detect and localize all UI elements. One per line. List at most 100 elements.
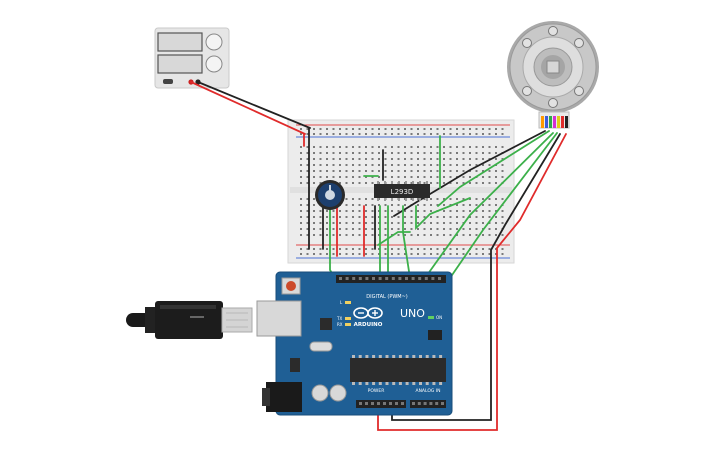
breadboard-hole[interactable] bbox=[365, 222, 367, 224]
breadboard-hole[interactable] bbox=[326, 176, 328, 178]
breadboard-hole[interactable] bbox=[404, 204, 406, 206]
breadboard-hole[interactable] bbox=[462, 210, 465, 212]
breadboard-hole[interactable] bbox=[313, 176, 315, 178]
breadboard-hole[interactable] bbox=[371, 164, 374, 166]
breadboard-hole[interactable] bbox=[397, 222, 400, 224]
breadboard-hole[interactable] bbox=[417, 198, 419, 200]
breadboard-hole[interactable] bbox=[488, 176, 491, 178]
breadboard-hole[interactable] bbox=[345, 133, 348, 135]
breadboard-hole[interactable] bbox=[469, 216, 471, 218]
breadboard-hole[interactable] bbox=[423, 170, 426, 172]
breadboard-hole[interactable] bbox=[371, 176, 374, 178]
breadboard-hole[interactable] bbox=[501, 146, 504, 148]
breadboard-hole[interactable] bbox=[326, 170, 328, 172]
breadboard-hole[interactable] bbox=[300, 210, 302, 212]
breadboard-hole[interactable] bbox=[358, 152, 361, 154]
breadboard-hole[interactable] bbox=[332, 228, 335, 230]
breadboard-hole[interactable] bbox=[319, 152, 322, 154]
breadboard-hole[interactable] bbox=[332, 253, 335, 255]
breadboard-hole[interactable] bbox=[326, 228, 328, 230]
breadboard-hole[interactable] bbox=[449, 176, 452, 178]
breadboard-hole[interactable] bbox=[378, 210, 380, 212]
breadboard-hole[interactable] bbox=[332, 248, 335, 250]
breadboard-hole[interactable] bbox=[352, 133, 354, 135]
breadboard-hole[interactable] bbox=[345, 128, 348, 130]
breadboard-hole[interactable] bbox=[449, 210, 452, 212]
breadboard-hole[interactable] bbox=[436, 176, 439, 178]
breadboard-hole[interactable] bbox=[345, 176, 348, 178]
breadboard-hole[interactable] bbox=[397, 216, 400, 218]
wire-green-7[interactable] bbox=[377, 231, 411, 246]
breadboard-hole[interactable] bbox=[404, 158, 406, 160]
breadboard-hole[interactable] bbox=[326, 210, 328, 212]
breadboard-hole[interactable] bbox=[410, 182, 413, 184]
breadboard-hole[interactable] bbox=[501, 248, 504, 250]
breadboard-hole[interactable] bbox=[371, 198, 374, 200]
breadboard-hole[interactable] bbox=[456, 216, 458, 218]
breadboard-hole[interactable] bbox=[495, 182, 497, 184]
breadboard-hole[interactable] bbox=[475, 210, 478, 212]
breadboard-hole[interactable] bbox=[300, 234, 302, 236]
breadboard-hole[interactable] bbox=[313, 128, 315, 130]
breadboard-hole[interactable] bbox=[423, 222, 426, 224]
breadboard-hole[interactable] bbox=[319, 164, 322, 166]
breadboard-hole[interactable] bbox=[488, 170, 491, 172]
breadboard-hole[interactable] bbox=[365, 146, 367, 148]
breadboard-hole[interactable] bbox=[417, 248, 419, 250]
breadboard-hole[interactable] bbox=[469, 146, 471, 148]
breadboard-hole[interactable] bbox=[495, 210, 497, 212]
breadboard-hole[interactable] bbox=[391, 152, 393, 154]
breadboard-hole[interactable] bbox=[345, 198, 348, 200]
breadboard-hole[interactable] bbox=[423, 146, 426, 148]
breadboard-hole[interactable] bbox=[371, 204, 374, 206]
breadboard-hole[interactable] bbox=[430, 210, 432, 212]
breadboard-hole[interactable] bbox=[501, 128, 504, 130]
breadboard-hole[interactable] bbox=[313, 133, 315, 135]
breadboard-hole[interactable] bbox=[306, 182, 309, 184]
breadboard-hole[interactable] bbox=[332, 164, 335, 166]
breadboard-hole[interactable] bbox=[417, 216, 419, 218]
breadboard-hole[interactable] bbox=[345, 228, 348, 230]
breadboard-hole[interactable] bbox=[417, 158, 419, 160]
breadboard-hole[interactable] bbox=[300, 133, 302, 135]
header-pin[interactable] bbox=[365, 402, 368, 405]
breadboard-hole[interactable] bbox=[306, 152, 309, 154]
breadboard-hole[interactable] bbox=[462, 198, 465, 200]
breadboard-hole[interactable] bbox=[443, 248, 445, 250]
breadboard-hole[interactable] bbox=[391, 248, 393, 250]
breadboard-hole[interactable] bbox=[488, 182, 491, 184]
breadboard-hole[interactable] bbox=[332, 222, 335, 224]
header-pin[interactable] bbox=[412, 402, 415, 405]
breadboard-hole[interactable] bbox=[345, 222, 348, 224]
breadboard-hole[interactable] bbox=[430, 176, 432, 178]
breadboard-hole[interactable] bbox=[482, 152, 484, 154]
wires[interactable] bbox=[190, 81, 567, 431]
breadboard-hole[interactable] bbox=[371, 248, 374, 250]
arduino-uno[interactable]: DIGITAL (PWM~) POWER ANALOG IN ARDUINO U… bbox=[256, 271, 453, 416]
breadboard-hole[interactable] bbox=[482, 198, 484, 200]
breadboard-hole[interactable] bbox=[332, 210, 335, 212]
breadboard-hole[interactable] bbox=[371, 133, 374, 135]
breadboard-hole[interactable] bbox=[456, 234, 458, 236]
breadboard-hole[interactable] bbox=[326, 248, 328, 250]
breadboard-hole[interactable] bbox=[365, 158, 367, 160]
header-pin[interactable] bbox=[431, 277, 435, 280]
breadboard-hole[interactable] bbox=[300, 248, 302, 250]
breadboard-hole[interactable] bbox=[436, 152, 439, 154]
breadboard-hole[interactable] bbox=[339, 176, 341, 178]
breadboard-hole[interactable] bbox=[365, 216, 367, 218]
breadboard-hole[interactable] bbox=[384, 133, 387, 135]
breadboard-hole[interactable] bbox=[443, 146, 445, 148]
breadboard-hole[interactable] bbox=[397, 204, 400, 206]
breadboard-hole[interactable] bbox=[352, 248, 354, 250]
breadboard-hole[interactable] bbox=[488, 216, 491, 218]
breadboard-hole[interactable] bbox=[306, 176, 309, 178]
breadboard-hole[interactable] bbox=[423, 176, 426, 178]
breadboard-hole[interactable] bbox=[462, 182, 465, 184]
breadboard-hole[interactable] bbox=[358, 210, 361, 212]
breadboard-hole[interactable] bbox=[436, 164, 439, 166]
breadboard-hole[interactable] bbox=[501, 158, 504, 160]
breadboard-hole[interactable] bbox=[339, 210, 341, 212]
breadboard-hole[interactable] bbox=[495, 248, 497, 250]
breadboard-hole[interactable] bbox=[410, 222, 413, 224]
